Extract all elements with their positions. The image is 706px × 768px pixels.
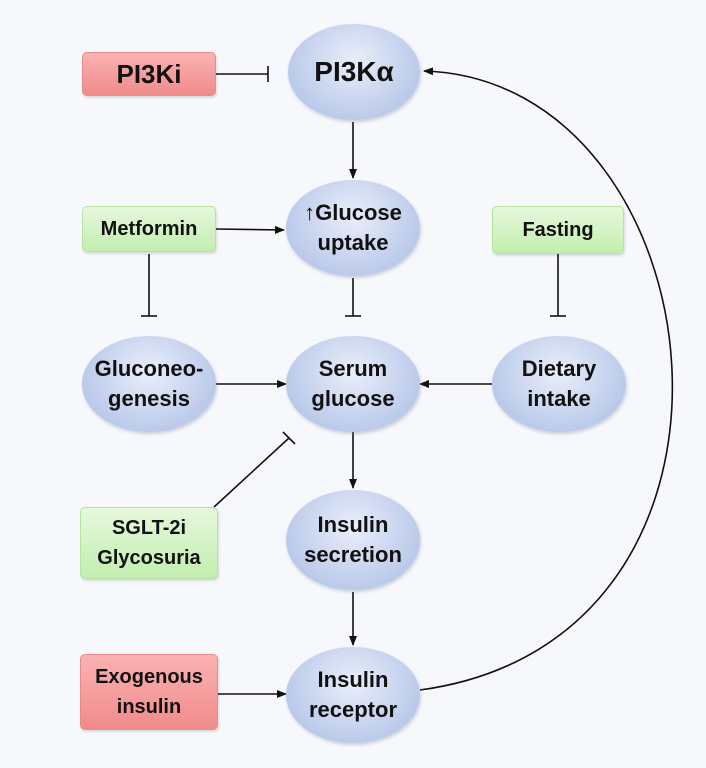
- intervention-sglt2i-line2: Glycosuria: [97, 547, 201, 569]
- node-serum-glucose: Serum glucose: [286, 336, 420, 432]
- node-glucose-uptake: ↑Glucose uptake: [286, 180, 420, 276]
- node-gluconeogenesis: Gluconeo- genesis: [82, 336, 216, 432]
- intervention-sglt2i-glycosuria: SGLT-2i Glycosuria: [80, 507, 218, 579]
- intervention-exogenous-insulin-line2: insulin: [116, 696, 182, 718]
- node-insulin-receptor-line2: receptor: [308, 697, 398, 722]
- node-serum-glucose-line2: glucose: [311, 386, 395, 411]
- node-dietary-intake-line2: intake: [527, 386, 591, 411]
- node-insulin-secretion-line2: secretion: [304, 542, 402, 567]
- node-insulin-secretion-line1: Insulin: [317, 512, 389, 537]
- node-pi3ka-label: PI3Kα: [314, 56, 394, 87]
- node-pi3ka: PI3Kα: [288, 24, 420, 120]
- intervention-exogenous-insulin-line1: Exogenous: [95, 666, 203, 688]
- edge-sglt2i-inhibits-serum-glucose-bar: [282, 431, 296, 445]
- edge-insulin-receptor-feedback-to-pi3ka: [419, 67, 674, 691]
- intervention-sglt2i-line1: SGLT-2i: [111, 517, 187, 539]
- intervention-exogenous-insulin: Exogenous insulin: [80, 654, 218, 730]
- node-serum-glucose-line1: Serum: [318, 356, 388, 381]
- intervention-metformin: Metformin: [82, 206, 216, 252]
- node-dietary-intake-line1: Dietary: [521, 356, 597, 381]
- intervention-fasting: Fasting: [492, 206, 624, 254]
- node-insulin-receptor-line1: Insulin: [317, 667, 389, 692]
- node-insulin-secretion: Insulin secretion: [286, 490, 420, 590]
- node-gluconeogenesis-line1: Gluconeo-: [94, 356, 204, 381]
- edge-metformin-to-glucose-uptake: [215, 225, 285, 234]
- node-glucose-uptake-line2: uptake: [317, 230, 389, 255]
- intervention-pi3ki: PI3Ki: [82, 52, 216, 96]
- node-glucose-uptake-line1: ↑Glucose: [304, 200, 402, 225]
- node-insulin-receptor: Insulin receptor: [286, 647, 420, 743]
- node-gluconeogenesis-line2: genesis: [108, 386, 190, 411]
- intervention-pi3ki-label: PI3Ki: [116, 59, 182, 89]
- intervention-fasting-label: Fasting: [522, 219, 594, 241]
- edge-sglt2i-inhibits-serum-glucose: [213, 437, 290, 508]
- node-dietary-intake: Dietary intake: [492, 336, 626, 432]
- intervention-metformin-label: Metformin: [100, 218, 198, 240]
